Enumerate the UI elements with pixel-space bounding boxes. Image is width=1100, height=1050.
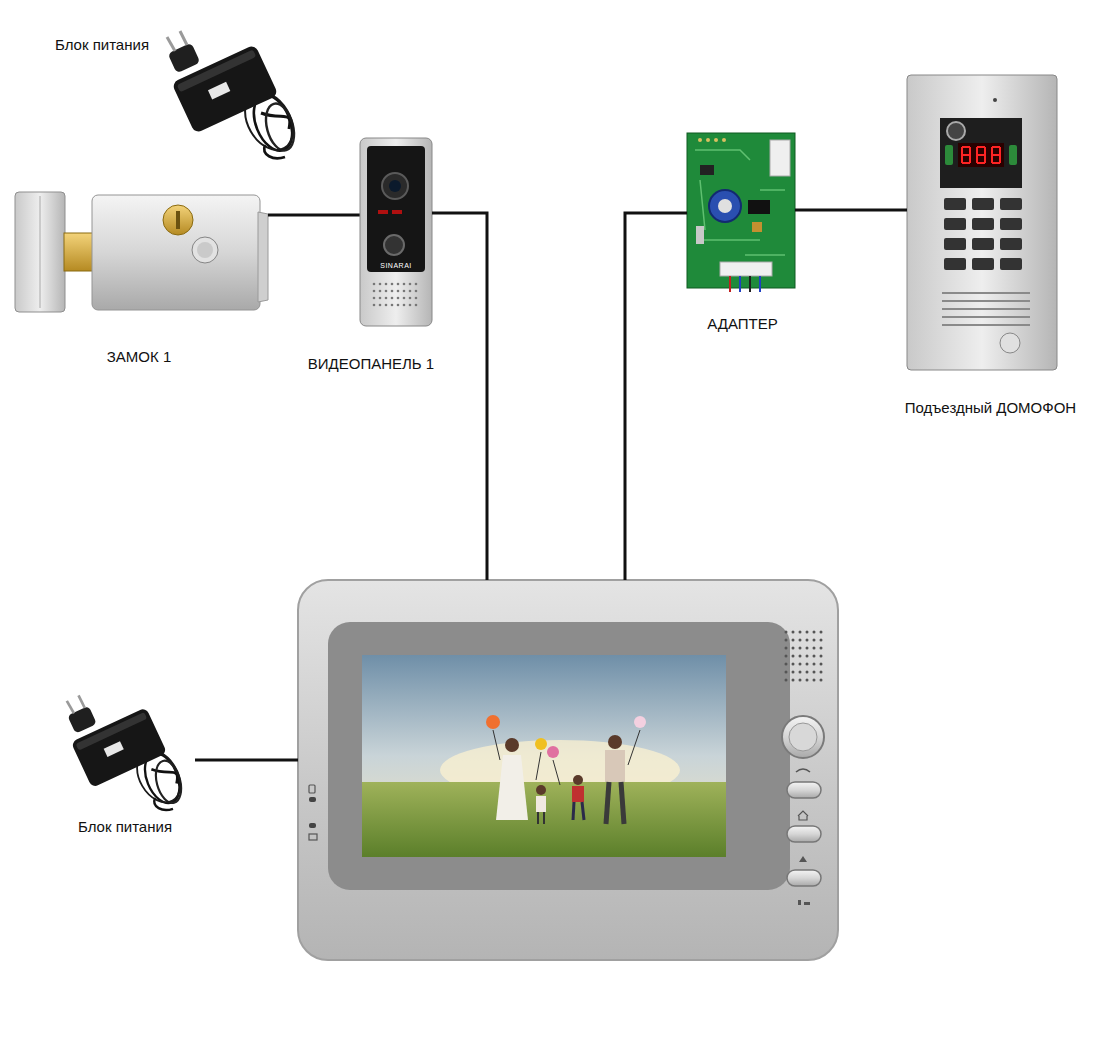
connector-line bbox=[268, 214, 298, 217]
connector-line bbox=[625, 213, 680, 580]
monitor-drawing bbox=[298, 580, 838, 960]
power-supply-drawing bbox=[167, 31, 303, 158]
connector-line bbox=[444, 213, 487, 580]
video-panel: ВИДЕОПАНЕЛЬ 1 bbox=[298, 135, 444, 380]
power-supply: Блок питания bbox=[50, 22, 305, 164]
device-caption: ЗАМОК 1 bbox=[107, 348, 171, 366]
intercom-panel-drawing bbox=[888, 75, 1057, 370]
lock: ЗАМОК 1 bbox=[10, 185, 268, 373]
entrance-intercom: Подъездный ДОМОФОН bbox=[888, 72, 1093, 422]
connector-line bbox=[195, 759, 298, 762]
video-panel-drawing bbox=[360, 138, 444, 326]
device-caption: АДАПТЕР bbox=[707, 315, 777, 333]
lock-drawing bbox=[15, 192, 360, 312]
video-monitor bbox=[298, 580, 838, 962]
device-caption: ВИДЕОПАНЕЛЬ 1 bbox=[308, 355, 434, 373]
device-caption: Подъездный ДОМОФОН bbox=[905, 399, 1076, 417]
adapter: АДАПТЕР bbox=[680, 125, 805, 337]
brand-label: SINARAI bbox=[366, 261, 426, 270]
power-supply: Блок питания bbox=[55, 688, 195, 840]
device-caption: Блок питания bbox=[78, 818, 172, 836]
device-caption: Блок питания bbox=[55, 36, 149, 54]
adapter-board-drawing bbox=[680, 133, 805, 292]
power-supply-drawing bbox=[67, 695, 189, 810]
connector-line bbox=[805, 209, 888, 212]
